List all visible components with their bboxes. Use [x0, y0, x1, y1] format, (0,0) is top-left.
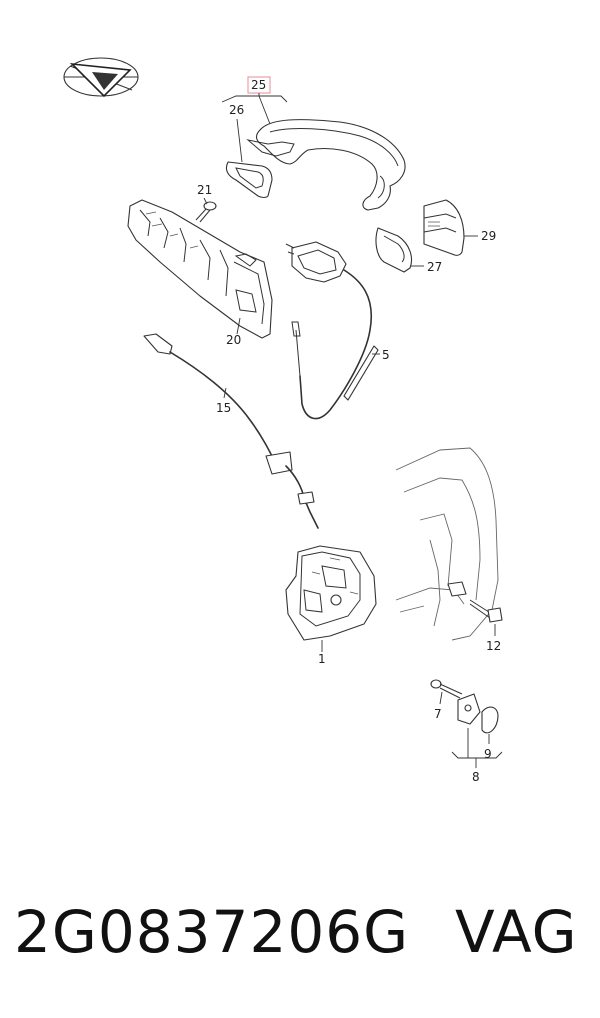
screw-21: 21 — [195, 183, 217, 223]
callout-5-label: 5 — [382, 348, 390, 362]
handle-carrier: 20 — [127, 199, 273, 347]
callout-26-label: 26 — [229, 103, 244, 117]
bolt-12: 12 — [469, 599, 503, 653]
callout-7-label: 7 — [434, 707, 442, 721]
orientation-logo — [63, 57, 139, 98]
callout-1-label: 1 — [318, 652, 326, 666]
callout-27-label: 27 — [427, 260, 442, 274]
brand-name: VAG — [455, 898, 578, 966]
callout-8-label: 8 — [472, 770, 480, 784]
callout-29-label: 29 — [481, 229, 496, 243]
callout-9-label: 9 — [484, 747, 492, 761]
callout-12-label: 12 — [486, 639, 501, 653]
callout-21-label: 21 — [197, 183, 212, 197]
callout-20-label: 20 — [226, 333, 241, 347]
lock-cylinder-cover: 29 — [423, 199, 496, 256]
car-body-outline — [395, 447, 499, 641]
bowden-cable-5: 5 — [285, 241, 390, 420]
callout-15-label: 15 — [216, 401, 231, 415]
callout-25: 25 — [221, 76, 288, 125]
door-lock-unit: 1 — [285, 545, 377, 666]
handle-gasket: 26 — [225, 103, 273, 199]
part-number: 2G0837206G — [14, 898, 410, 966]
parts-diagram: 25 26 29 27 21 — [63, 57, 503, 784]
bowden-cable-15: 15 — [143, 333, 319, 529]
callout-25-label: 25 — [251, 78, 266, 92]
cover-gasket: 27 — [375, 227, 442, 274]
exterior-door-handle — [246, 119, 406, 211]
striker-assembly: 7 9 8 — [430, 679, 503, 784]
